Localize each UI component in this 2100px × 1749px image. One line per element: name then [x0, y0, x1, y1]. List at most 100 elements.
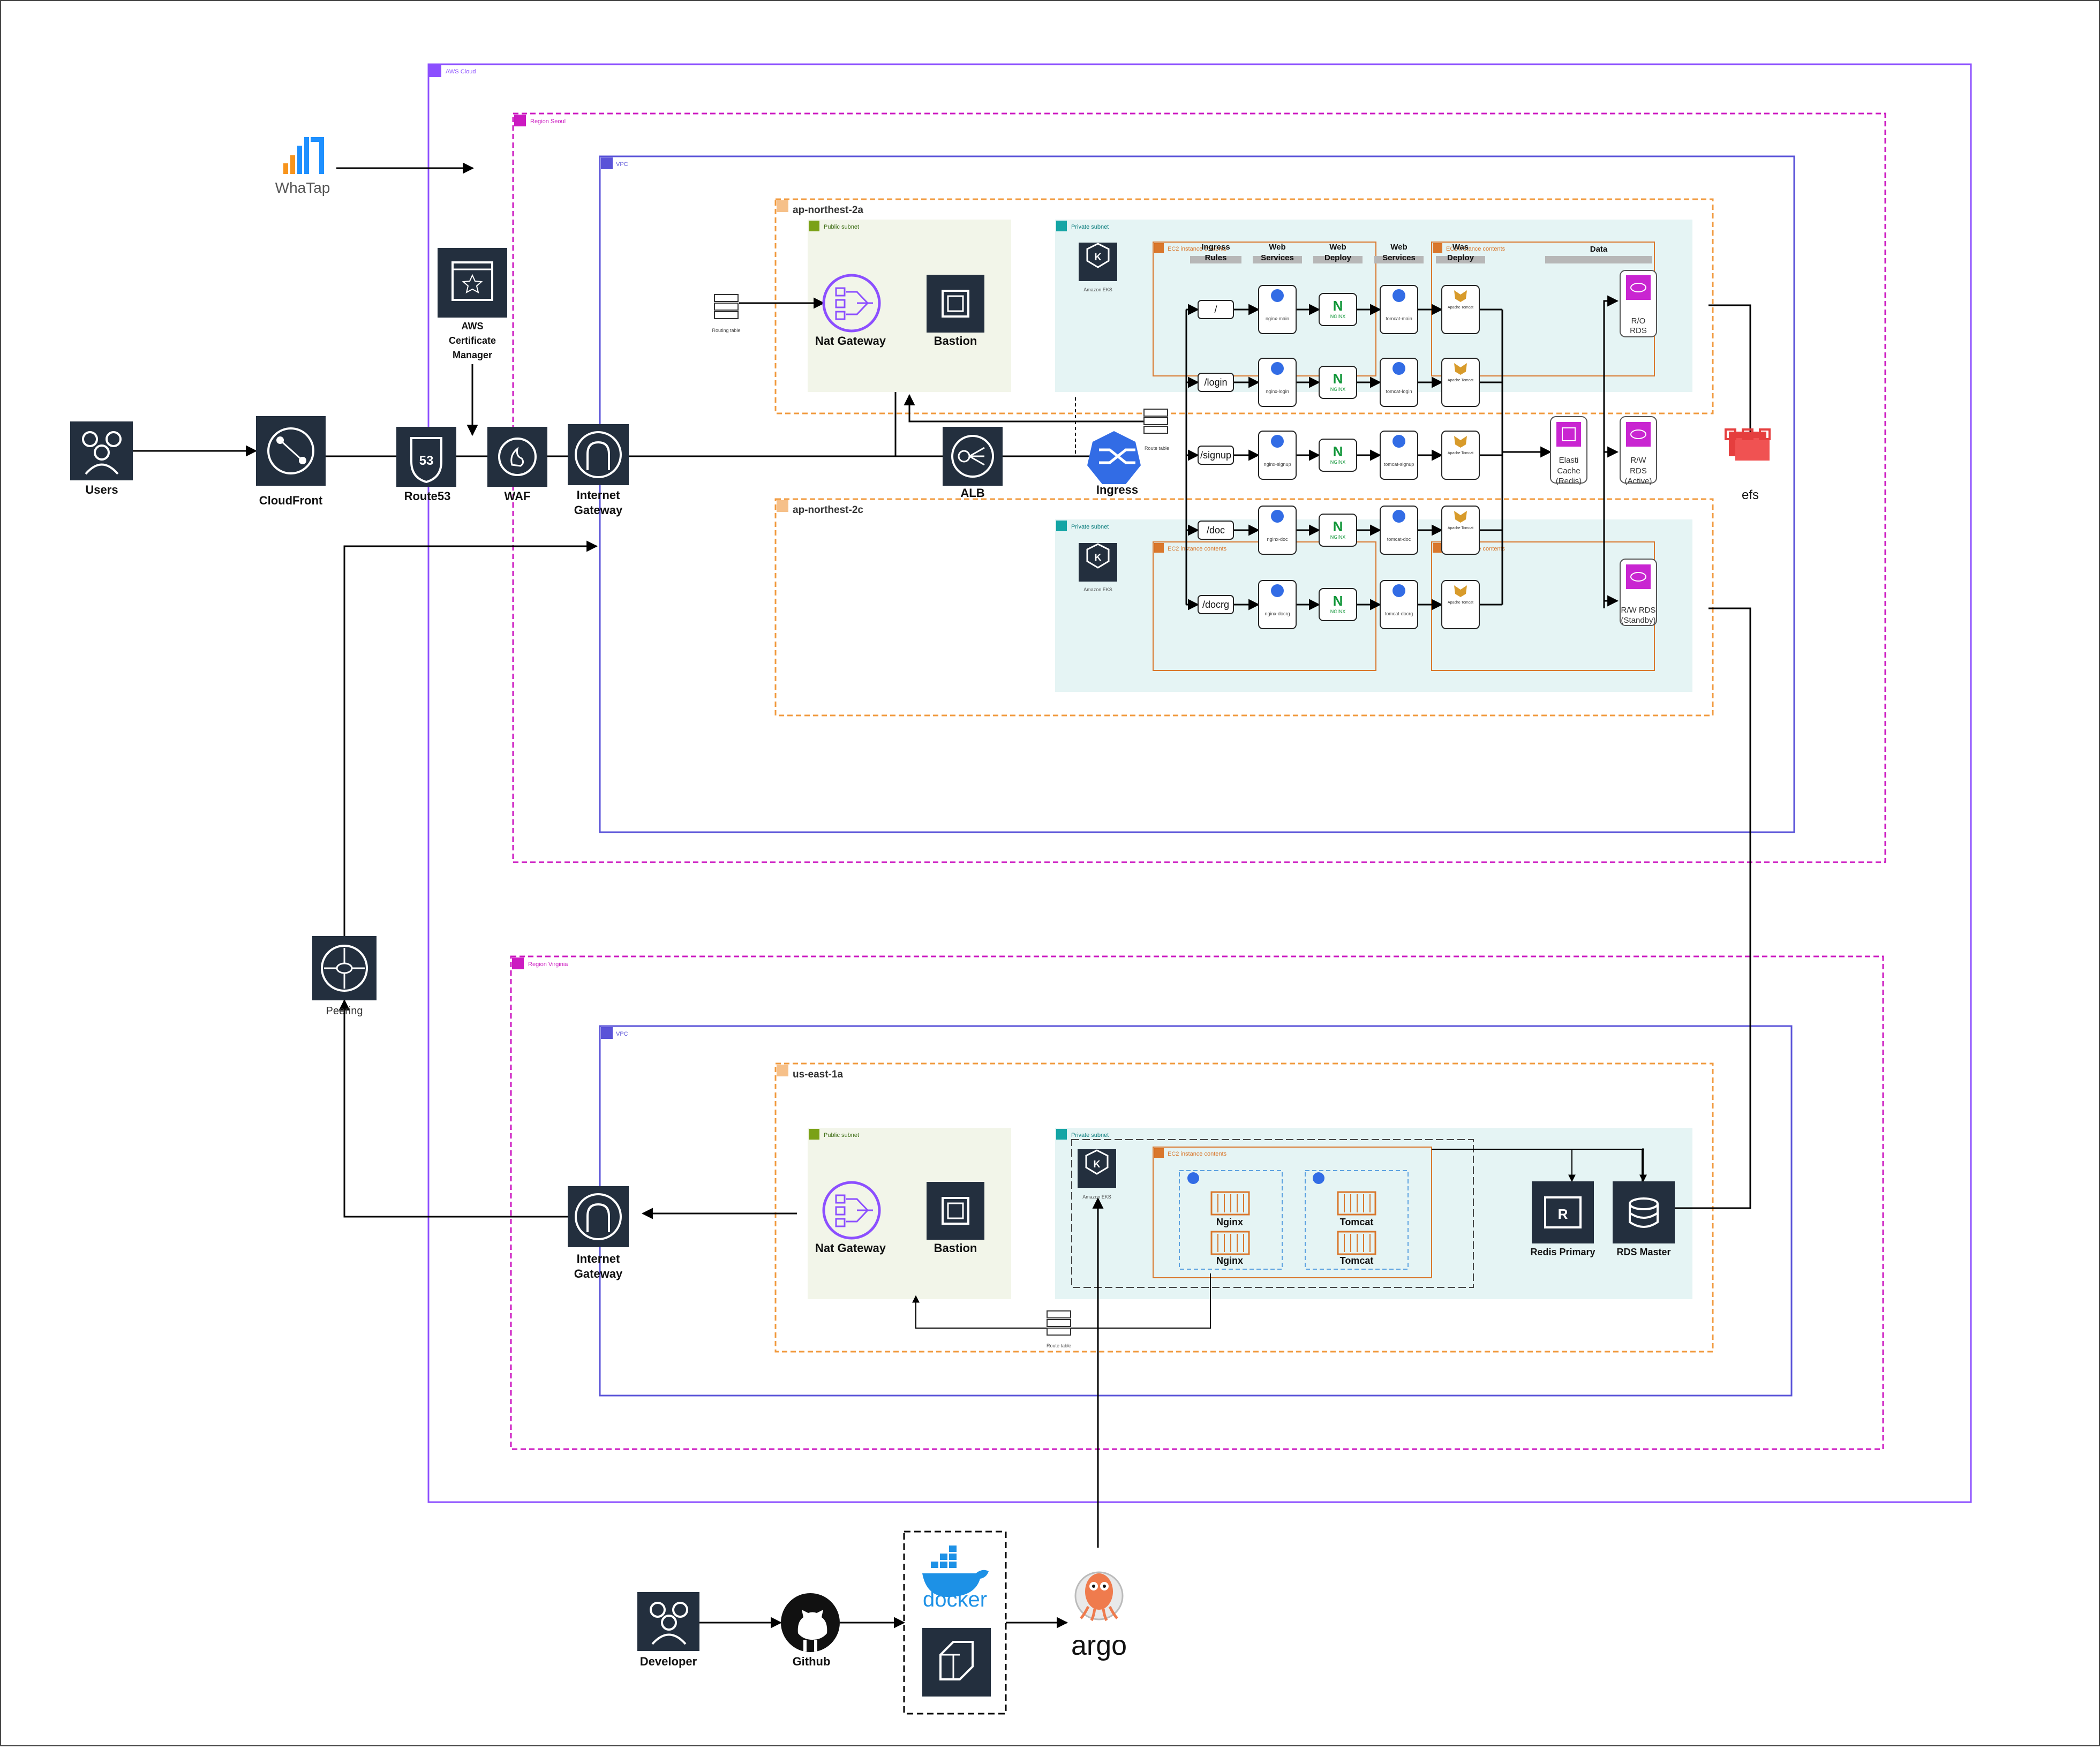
bastion-2a-icon[interactable]: Bastion: [927, 275, 984, 348]
bastion-va-icon[interactable]: Bastion: [927, 1182, 984, 1255]
tomcat-service-box[interactable]: tomcat-main: [1380, 285, 1418, 334]
ingress-rule-box[interactable]: /doc: [1198, 521, 1234, 540]
peering-label: Peering: [326, 1005, 363, 1017]
nginx-service-box[interactable]: nginx-docrg: [1258, 580, 1297, 629]
ingress-rule-box[interactable]: /: [1198, 300, 1234, 319]
tomcat-deploy-box[interactable]: Apache Tomcat: [1441, 431, 1480, 480]
nginx-service-box[interactable]: nginx-doc: [1258, 506, 1297, 555]
nat-gateway-2a-icon[interactable]: Nat Gateway: [815, 274, 886, 348]
nginx-service-label: nginx-signup: [1263, 462, 1291, 467]
routing-table-2a-icon[interactable]: Routing table: [712, 294, 741, 333]
eks-2c-icon[interactable]: K Amazon EKS: [1079, 543, 1117, 592]
vpc-virginia-label: VPC: [616, 1031, 628, 1037]
cloudfront-icon[interactable]: CloudFront: [256, 416, 326, 507]
tomcat-logo-icon: [1454, 363, 1467, 375]
rw-standby-label-line1: R/W RDS: [1621, 606, 1656, 615]
docker-label: docker: [923, 1588, 987, 1611]
eks-va-icon[interactable]: K Amazon EKS: [1078, 1149, 1116, 1200]
docker-logo: docker: [922, 1546, 989, 1611]
ingress-rule-box[interactable]: /login: [1198, 373, 1234, 392]
rds-master-label: RDS Master: [1616, 1247, 1670, 1257]
tomcat-logo-icon: [1454, 290, 1467, 302]
column-header-label: Data: [1590, 245, 1608, 254]
github-label: Github: [793, 1655, 831, 1668]
column-header-label: Ingress: [1201, 243, 1230, 252]
ingress-rule-box[interactable]: /signup: [1198, 446, 1234, 465]
acm-label-line1: AWS: [461, 321, 483, 331]
nginx-logo-text: NGINX: [1330, 459, 1346, 465]
private-subnet-2c: Private subnet: [1055, 519, 1692, 692]
internet-gateway-seoul-icon[interactable]: Internet Gateway: [568, 424, 629, 517]
nginx-service-box[interactable]: nginx-main: [1258, 285, 1297, 334]
efs-icon[interactable]: efs: [1725, 428, 1771, 502]
ec2-box-us: EC2 instance contents: [1153, 1147, 1432, 1278]
tomcat-service-box[interactable]: tomcat-docrg: [1380, 580, 1418, 629]
developer-icon[interactable]: Developer: [637, 1592, 699, 1668]
nat-gateway-2a-label: Nat Gateway: [815, 334, 886, 348]
public-subnet-us-label: Public subnet: [824, 1132, 859, 1139]
tomcat-service-box[interactable]: tomcat-signup: [1380, 431, 1418, 480]
nginx-logo-icon: N: [1333, 298, 1343, 314]
column-header-label: Services: [1261, 253, 1294, 262]
route-table-va-icon[interactable]: Route table: [1047, 1310, 1071, 1348]
tomcat-logo-text: Apache Tomcat: [1448, 306, 1473, 310]
acm-icon[interactable]: AWS Certificate Manager: [438, 248, 507, 360]
tomcat-service-label: tomcat-login: [1386, 389, 1412, 394]
elasticache-label-line3: (Redis): [1556, 477, 1582, 486]
tomcat-service-box[interactable]: tomcat-doc: [1380, 506, 1418, 555]
tomcat-logo-text: Apache Tomcat: [1448, 379, 1473, 382]
k8s-pod-icon-tomcat: [1313, 1172, 1324, 1184]
tomcat-deploy-box[interactable]: Apache Tomcat: [1441, 580, 1480, 629]
waf-icon[interactable]: WAF: [487, 427, 547, 503]
tomcat-logo-icon: [1454, 511, 1467, 523]
column-header-label: Web: [1390, 243, 1407, 252]
internet-gateway-virginia-icon[interactable]: Internet Gateway: [568, 1186, 629, 1280]
ingress-rule-path: /signup: [1200, 450, 1231, 461]
route-table-center-label: Route table: [1145, 446, 1169, 451]
route-table-center-icon[interactable]: Route table: [1143, 409, 1169, 451]
argo-label: argo: [1071, 1630, 1127, 1661]
container-registry-icon[interactable]: [922, 1628, 991, 1697]
ro-rds-icon[interactable]: R/O RDS: [1620, 270, 1657, 337]
nginx-logo-text: NGINX: [1330, 609, 1346, 614]
tomcat-service-box[interactable]: tomcat-login: [1380, 358, 1418, 407]
peering-icon[interactable]: Peering: [312, 936, 377, 1017]
alb-icon[interactable]: ALB: [943, 427, 1003, 500]
pod-box-nginx-us: [1179, 1170, 1283, 1270]
column-header-label: Was: [1452, 243, 1469, 252]
rw-rds-standby-icon[interactable]: R/W RDS (Standby): [1620, 559, 1657, 626]
eks-2a-icon[interactable]: K Amazon EKS: [1079, 243, 1117, 292]
route53-icon[interactable]: 53 Route53: [396, 427, 456, 503]
tomcat-deploy-box[interactable]: Apache Tomcat: [1441, 358, 1480, 407]
tomcat-service-label: tomcat-signup: [1384, 462, 1414, 467]
tomcat-logo-text: Apache Tomcat: [1448, 601, 1473, 605]
users-icon[interactable]: Users: [70, 421, 133, 496]
nginx1-label: Nginx: [1216, 1217, 1243, 1227]
redis-primary-icon[interactable]: R Redis Primary: [1530, 1181, 1595, 1257]
nginx-logo-icon: N: [1333, 371, 1343, 387]
tomcat-deploy-box[interactable]: Apache Tomcat: [1441, 506, 1480, 555]
column-header-label: Deploy: [1447, 253, 1474, 262]
connections: [133, 162, 1187, 605]
rw-rds-active-icon[interactable]: R/W RDS (Active): [1620, 416, 1657, 486]
nat-gateway-va-icon[interactable]: Nat Gateway: [815, 1181, 886, 1255]
nginx-service-box[interactable]: nginx-login: [1258, 358, 1297, 407]
alb-label: ALB: [960, 486, 984, 500]
tomcat-service-label: tomcat-docrg: [1385, 611, 1413, 616]
svg-text:K: K: [1095, 552, 1102, 563]
ingress-icon[interactable]: Ingress: [1087, 431, 1141, 496]
elasticache-icon[interactable]: Elasti Cache (Redis): [1550, 416, 1587, 486]
github-icon[interactable]: Github: [781, 1593, 840, 1668]
ingress-rule-box[interactable]: /docrg: [1198, 595, 1234, 614]
private-subnet-2a-label: Private subnet: [1071, 224, 1109, 230]
rds-master-icon[interactable]: RDS Master: [1613, 1181, 1675, 1257]
tomcat-deploy-box[interactable]: Apache Tomcat: [1441, 285, 1480, 334]
nginx-service-box[interactable]: nginx-signup: [1258, 431, 1297, 480]
